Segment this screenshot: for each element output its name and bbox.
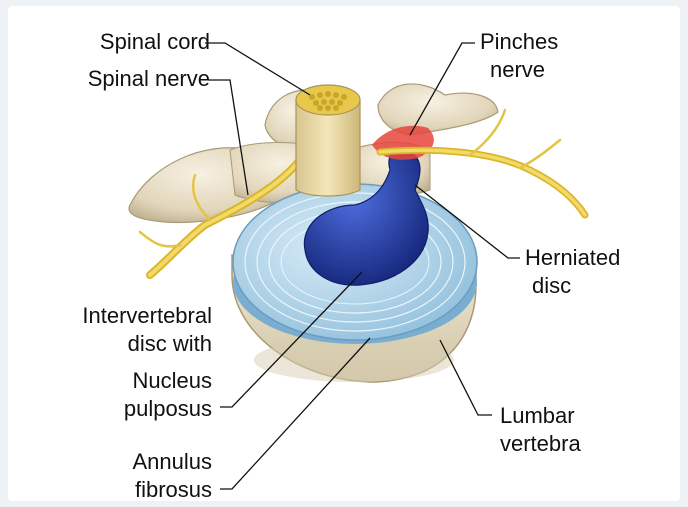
label-annulus-2: fibrosus [30, 477, 212, 502]
label-pinches-nerve-2: nerve [490, 57, 545, 82]
spinal-cord [296, 85, 360, 196]
label-pinches-nerve-1: Pinches [480, 29, 558, 54]
label-lumbar-1: Lumbar [500, 403, 575, 428]
label-nucleus-1: Nucleus [30, 368, 212, 393]
label-intervertebral-1: Intervertebral [30, 303, 212, 328]
label-annulus-1: Annulus [30, 449, 212, 474]
label-intervertebral-2: disc with [30, 331, 212, 356]
label-nucleus-2: pulposus [30, 396, 212, 421]
label-herniated-disc-2: disc [532, 273, 571, 298]
label-spinal-cord: Spinal cord [60, 29, 210, 54]
label-lumbar-2: vertebra [500, 431, 581, 456]
label-spinal-nerve: Spinal nerve [40, 66, 210, 91]
label-herniated-disc-1: Herniated [525, 245, 620, 270]
